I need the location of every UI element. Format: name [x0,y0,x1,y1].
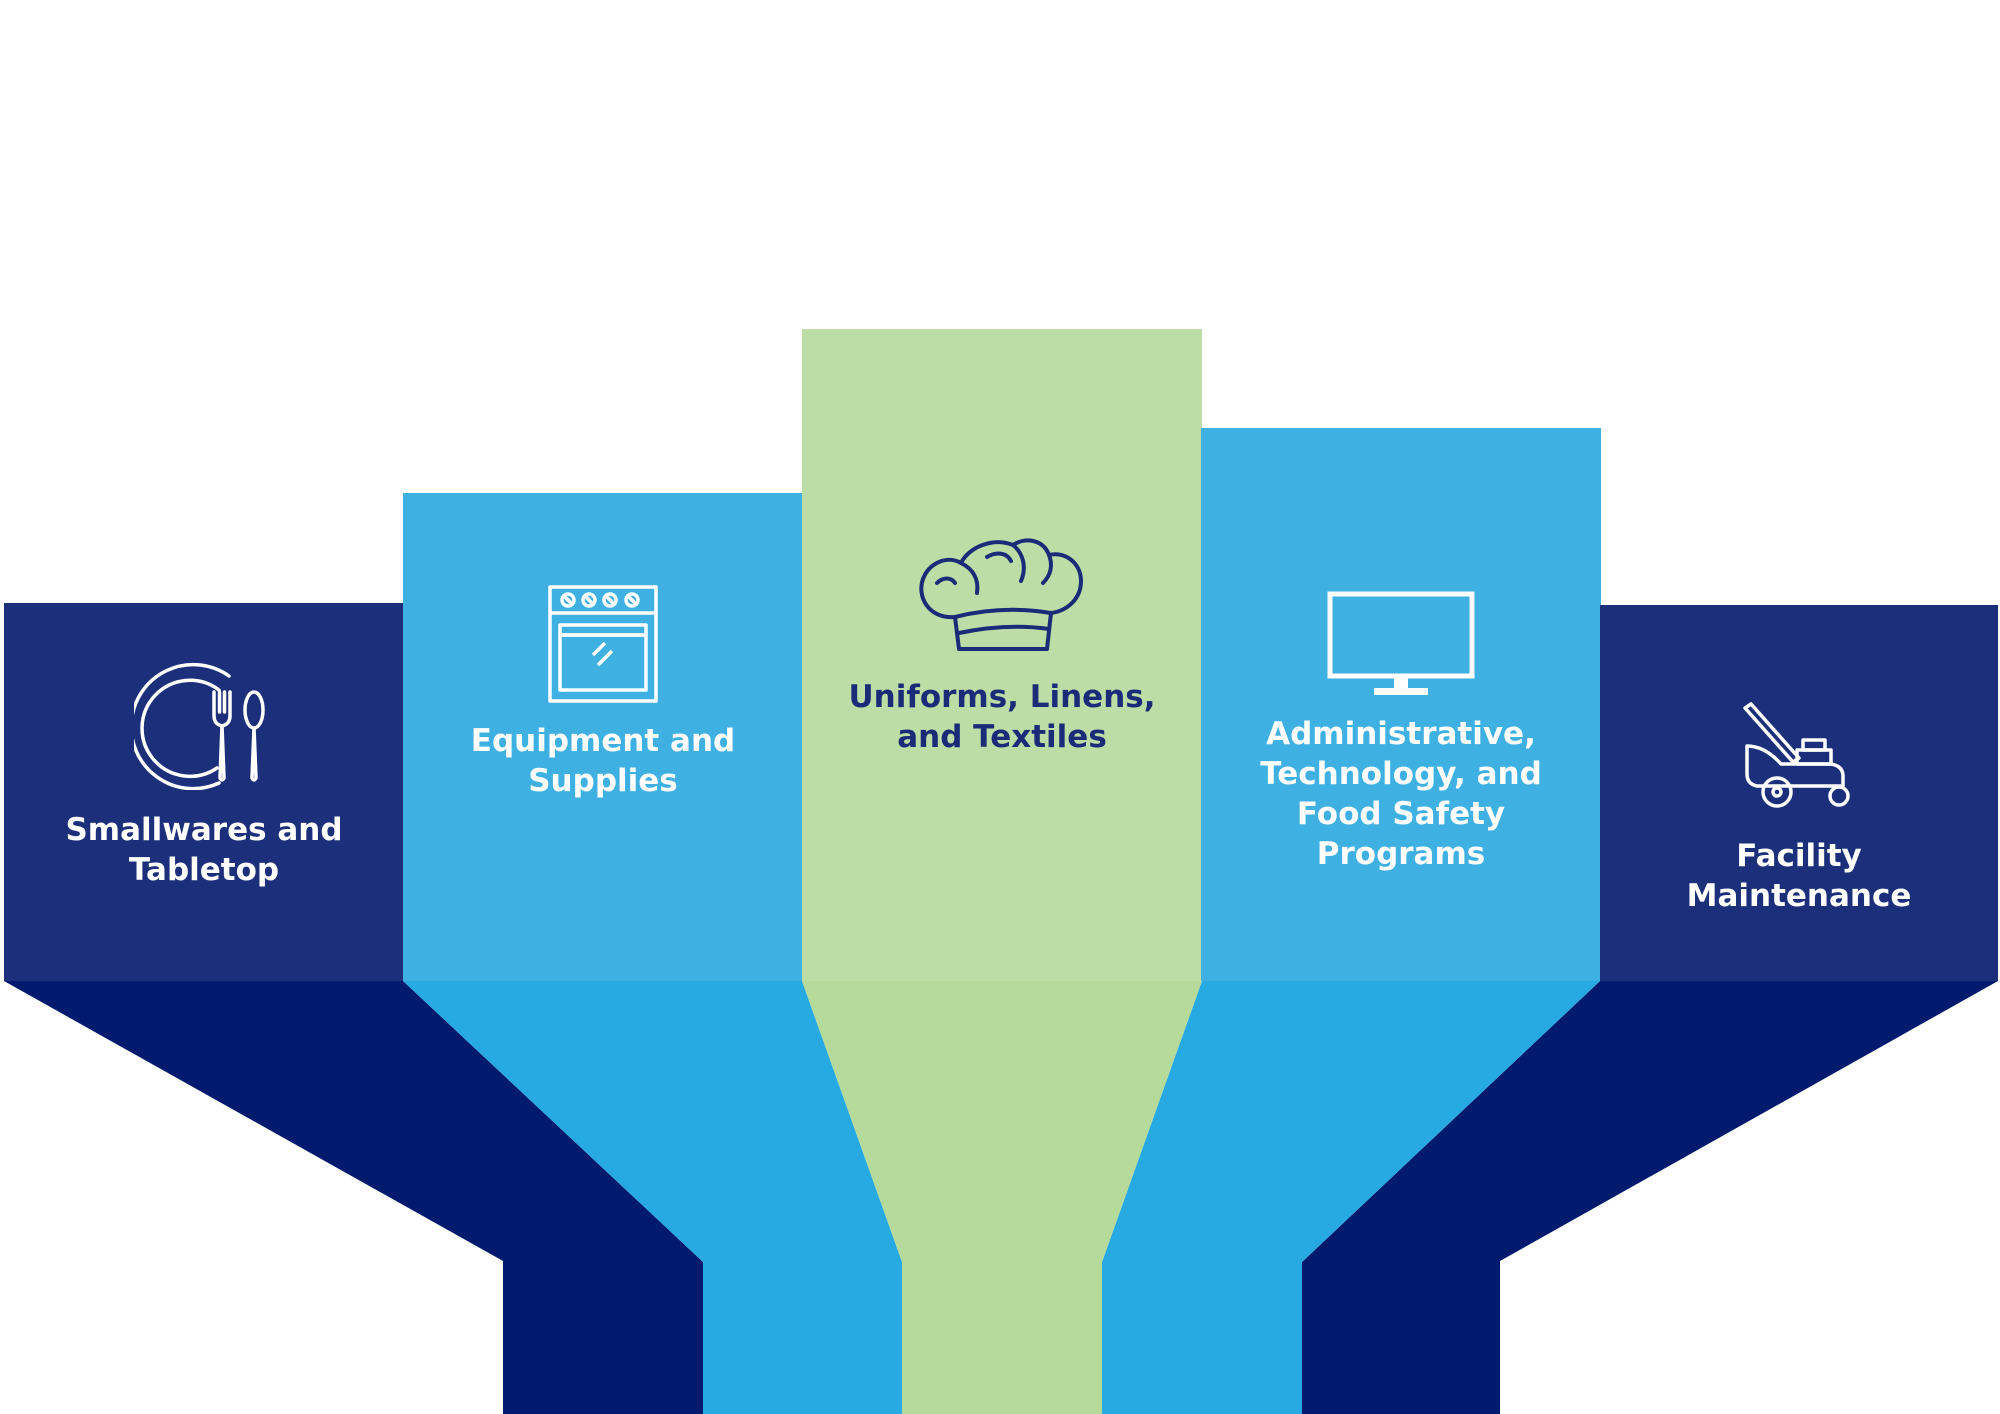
monitor-icon [1327,591,1475,695]
lawn-mower-icon [1743,702,1850,808]
category-label-smallwares: Smallwares and Tabletop [65,812,343,888]
category-label-administrative: Administrative, Technology, and Food Saf… [1260,716,1542,872]
category-label-equipment: Equipment and Supplies [470,723,736,799]
funnel-middle-left [403,981,902,1414]
category-label-uniforms: Uniforms, Linens, and Textiles [848,679,1156,755]
plate-fork-spoon-icon [134,662,265,790]
funnel-middle-right [1102,981,1600,1414]
panel-equipment-bg [403,493,803,981]
panel-uniforms-bg [802,329,1202,981]
panel-facility-bg [1600,605,1998,981]
category-administrative: Administrative, Technology, and Food Saf… [1201,590,1601,874]
category-smallwares: Smallwares and Tabletop [4,650,404,890]
category-uniforms: Uniforms, Linens, and Textiles [802,537,1202,757]
category-label-facility: Facility Maintenance [1686,838,1912,914]
category-equipment: Equipment and Supplies [403,585,803,801]
funnel-outer-right [1302,981,1998,1414]
chef-hat-icon [919,538,1083,651]
oven-icon [548,585,658,703]
category-facility: Facility Maintenance [1600,702,1998,916]
panel-administrative-bg [1201,428,1601,981]
funnel-outer-left [4,981,703,1414]
funnel-center [802,981,1202,1414]
